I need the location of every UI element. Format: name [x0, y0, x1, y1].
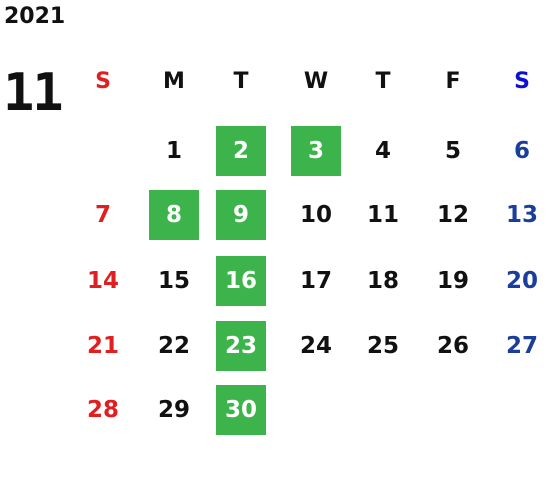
day-cell-14[interactable]: 14 [86, 268, 119, 294]
day-cell-22[interactable]: 22 [157, 333, 190, 359]
day-cell-26[interactable]: 26 [436, 333, 469, 359]
day-cell-6[interactable]: 6 [513, 138, 530, 164]
day-cell-9[interactable]: 9 [216, 190, 266, 240]
day-cell-1[interactable]: 1 [165, 138, 182, 164]
day-cell-8[interactable]: 8 [149, 190, 199, 240]
day-cell-19[interactable]: 19 [436, 268, 469, 294]
month-number: 11 [3, 63, 64, 123]
day-cell-17[interactable]: 17 [299, 268, 332, 294]
day-cell-20[interactable]: 20 [505, 268, 538, 294]
day-cell-11[interactable]: 11 [366, 202, 399, 228]
year-label: 2021 [4, 4, 66, 29]
day-cell-23[interactable]: 23 [216, 321, 266, 371]
day-cell-5[interactable]: 5 [444, 138, 461, 164]
day-cell-27[interactable]: 27 [505, 333, 538, 359]
day-cell-15[interactable]: 15 [157, 268, 190, 294]
day-cell-13[interactable]: 13 [505, 202, 538, 228]
day-cell-24[interactable]: 24 [299, 333, 332, 359]
day-cell-10[interactable]: 10 [299, 202, 332, 228]
weekday-header-thu: T [375, 68, 391, 94]
day-cell-4[interactable]: 4 [374, 138, 391, 164]
day-cell-7[interactable]: 7 [94, 202, 111, 228]
weekday-header-wed: W [303, 68, 329, 94]
day-cell-12[interactable]: 12 [436, 202, 469, 228]
weekday-header-mon: M [163, 68, 185, 94]
weekday-header-sat: S [514, 68, 530, 94]
day-cell-18[interactable]: 18 [366, 268, 399, 294]
day-cell-28[interactable]: 28 [86, 397, 119, 423]
day-cell-21[interactable]: 21 [86, 333, 119, 359]
day-cell-16[interactable]: 16 [216, 256, 266, 306]
weekday-header-tue: T [233, 68, 249, 94]
day-cell-29[interactable]: 29 [157, 397, 190, 423]
day-cell-30[interactable]: 30 [216, 385, 266, 435]
weekday-header-sun: S [95, 68, 111, 94]
day-cell-25[interactable]: 25 [366, 333, 399, 359]
day-cell-2[interactable]: 2 [216, 126, 266, 176]
day-cell-3[interactable]: 3 [291, 126, 341, 176]
weekday-header-fri: F [445, 68, 461, 94]
